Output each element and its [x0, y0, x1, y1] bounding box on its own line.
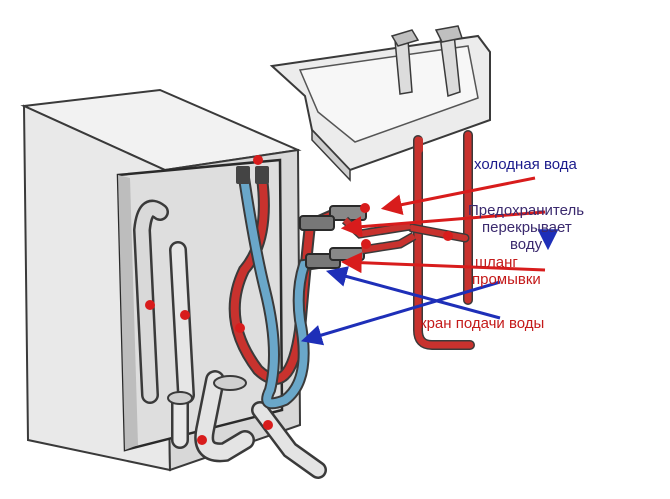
label-hose-line1: шланг — [475, 254, 518, 271]
valve-arrow-2 — [300, 280, 501, 346]
label-fuse-line1: Предохранитель — [468, 202, 585, 219]
washing-machine-icon — [20, 88, 302, 472]
faucet-icon — [390, 25, 463, 97]
fuse-arrow — [340, 210, 546, 238]
hose-arrow — [340, 252, 546, 274]
valve-icon — [299, 205, 417, 269]
label-cold-water: холодная вода — [474, 156, 577, 173]
valve-arrow-1 — [325, 266, 501, 320]
cold-water-arrow — [380, 176, 536, 216]
label-fuse-line3: воду — [510, 236, 543, 253]
marker-dots — [145, 155, 453, 445]
hot-supply-pipes — [407, 130, 475, 350]
label-valve: кран подачи воды — [420, 315, 545, 332]
inlet-fittings-icon — [236, 166, 269, 184]
label-fuse-line2: перекрывает — [482, 219, 572, 236]
arrows — [300, 176, 559, 346]
drain-hose-icon — [132, 199, 195, 404]
label-hose-line2: промывки — [472, 271, 541, 288]
sink-icon — [269, 25, 491, 182]
inlet-hoses-icon — [228, 172, 341, 410]
